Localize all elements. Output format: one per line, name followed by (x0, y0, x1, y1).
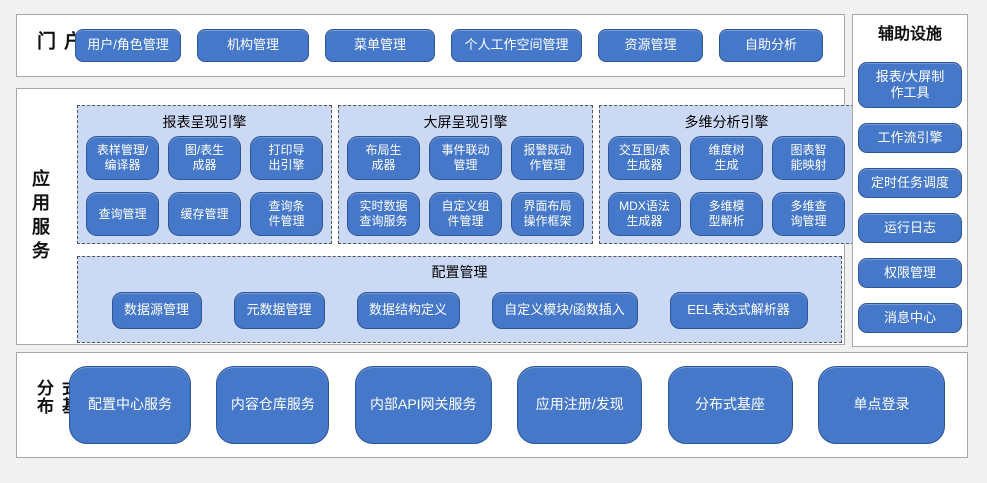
engine-button[interactable]: 图表智 能映射 (772, 136, 845, 180)
dist-button-api-gateway[interactable]: 内部API网关服务 (354, 366, 492, 444)
dist-button-config-center[interactable]: 配置中心服务 (69, 366, 191, 444)
engine-button[interactable]: MDX语法 生成器 (608, 192, 681, 236)
portal-button-org[interactable]: 机构管理 (197, 29, 309, 62)
portal-button-user-role[interactable]: 用户/角色管理 (75, 29, 181, 62)
aux-button-workflow-engine[interactable]: 工作流引擎 (858, 123, 962, 153)
portal-button-row: 用户/角色管理 机构管理 菜单管理 个人工作空间管理 资源管理 自助分析 (75, 15, 836, 76)
engine-button[interactable]: 查询管理 (86, 192, 159, 236)
distributed-foundation-section: 分布式基础 配置中心服务 内容仓库服务 内部API网关服务 应用注册/发现 分布… (16, 352, 968, 458)
engine-button[interactable]: 表样管理/ 编译器 (86, 136, 159, 180)
portal-button-resource[interactable]: 资源管理 (598, 29, 703, 62)
engine-panels: 报表呈现引擎 表样管理/ 编译器 图/表生 成器 打印导 出引擎 查询管理 缓存… (77, 105, 854, 244)
config-button-metadata[interactable]: 元数据管理 (233, 292, 325, 329)
olap-engine-grid: 交互图/表 生成器 维度树 生成 图表智 能映射 MDX语法 生成器 多维模 型… (606, 136, 847, 236)
olap-engine-panel: 多维分析引擎 交互图/表 生成器 维度树 生成 图表智 能映射 MDX语法 生成… (599, 105, 854, 244)
auxiliary-facilities-title: 辅助设施 (877, 26, 942, 43)
app-services-label: 应用服务 (30, 168, 50, 265)
app-services-section: 应用服务 报表呈现引擎 表样管理/ 编译器 图/表生 成器 打印导 出引擎 查询… (16, 88, 854, 345)
engine-button[interactable]: 查询条 件管理 (250, 192, 323, 236)
engine-button[interactable]: 自定义组 件管理 (429, 192, 502, 236)
config-button-datasource[interactable]: 数据源管理 (111, 292, 202, 329)
engine-button[interactable]: 事件联动 管理 (429, 136, 502, 180)
config-button-datastructure[interactable]: 数据结构定义 (356, 292, 460, 329)
engine-button[interactable]: 打印导 出引擎 (250, 136, 323, 180)
config-management-panel: 配置管理 数据源管理 元数据管理 数据结构定义 自定义模块/函数插入 EEL表达… (77, 256, 842, 343)
aux-button-run-log[interactable]: 运行日志 (858, 213, 962, 243)
aux-button-authoring-tool[interactable]: 报表/大屏制 作工具 (858, 62, 962, 108)
config-button-eel-parser[interactable]: EEL表达式解析器 (669, 292, 808, 329)
dist-button-sso[interactable]: 单点登录 (817, 366, 945, 444)
distributed-button-row: 配置中心服务 内容仓库服务 内部API网关服务 应用注册/发现 分布式基座 单点… (69, 353, 945, 457)
dist-button-content-repo[interactable]: 内容仓库服务 (216, 366, 330, 444)
portal-button-menu[interactable]: 菜单管理 (325, 29, 435, 62)
engine-button[interactable]: 布局生 成器 (347, 136, 420, 180)
engine-button[interactable]: 多维模 型解析 (690, 192, 763, 236)
engine-button[interactable]: 缓存管理 (168, 192, 241, 236)
engine-button[interactable]: 图/表生 成器 (168, 136, 241, 180)
report-engine-panel: 报表呈现引擎 表样管理/ 编译器 图/表生 成器 打印导 出引擎 查询管理 缓存… (77, 105, 332, 244)
bigscreen-engine-title: 大屏呈现引擎 (423, 114, 508, 130)
aux-button-task-scheduler[interactable]: 定时任务调度 (858, 168, 962, 198)
dist-button-app-registry[interactable]: 应用注册/发现 (517, 366, 643, 444)
report-engine-grid: 表样管理/ 编译器 图/表生 成器 打印导 出引擎 查询管理 缓存管理 查询条 … (84, 136, 325, 236)
dist-button-base[interactable]: 分布式基座 (667, 366, 793, 444)
config-management-title: 配置管理 (431, 264, 488, 280)
config-button-row: 数据源管理 元数据管理 数据结构定义 自定义模块/函数插入 EEL表达式解析器 (84, 292, 835, 329)
aux-button-permission[interactable]: 权限管理 (858, 258, 962, 288)
engine-button[interactable]: 多维查 询管理 (772, 192, 845, 236)
config-button-custom-module[interactable]: 自定义模块/函数插入 (491, 292, 638, 329)
portal-button-selfservice[interactable]: 自助分析 (719, 29, 823, 62)
bigscreen-engine-panel: 大屏呈现引擎 布局生 成器 事件联动 管理 报警既动 作管理 实时数据 查询服务… (338, 105, 593, 244)
engine-button[interactable]: 维度树 生成 (690, 136, 763, 180)
engine-button[interactable]: 实时数据 查询服务 (347, 192, 420, 236)
auxiliary-facilities-panel: 辅助设施 报表/大屏制 作工具 工作流引擎 定时任务调度 运行日志 权限管理 消… (852, 14, 968, 347)
aux-button-message-center[interactable]: 消息中心 (858, 303, 962, 333)
report-engine-title: 报表呈现引擎 (162, 114, 247, 130)
bigscreen-engine-grid: 布局生 成器 事件联动 管理 报警既动 作管理 实时数据 查询服务 自定义组 件… (345, 136, 586, 236)
engine-button[interactable]: 报警既动 作管理 (511, 136, 584, 180)
engine-button[interactable]: 交互图/表 生成器 (608, 136, 681, 180)
olap-engine-title: 多维分析引擎 (684, 114, 769, 130)
engine-button[interactable]: 界面布局 操作框架 (511, 192, 584, 236)
portal-section: 门户 用户/角色管理 机构管理 菜单管理 个人工作空间管理 资源管理 自助分析 (16, 14, 845, 77)
portal-button-workspace[interactable]: 个人工作空间管理 (451, 29, 582, 62)
